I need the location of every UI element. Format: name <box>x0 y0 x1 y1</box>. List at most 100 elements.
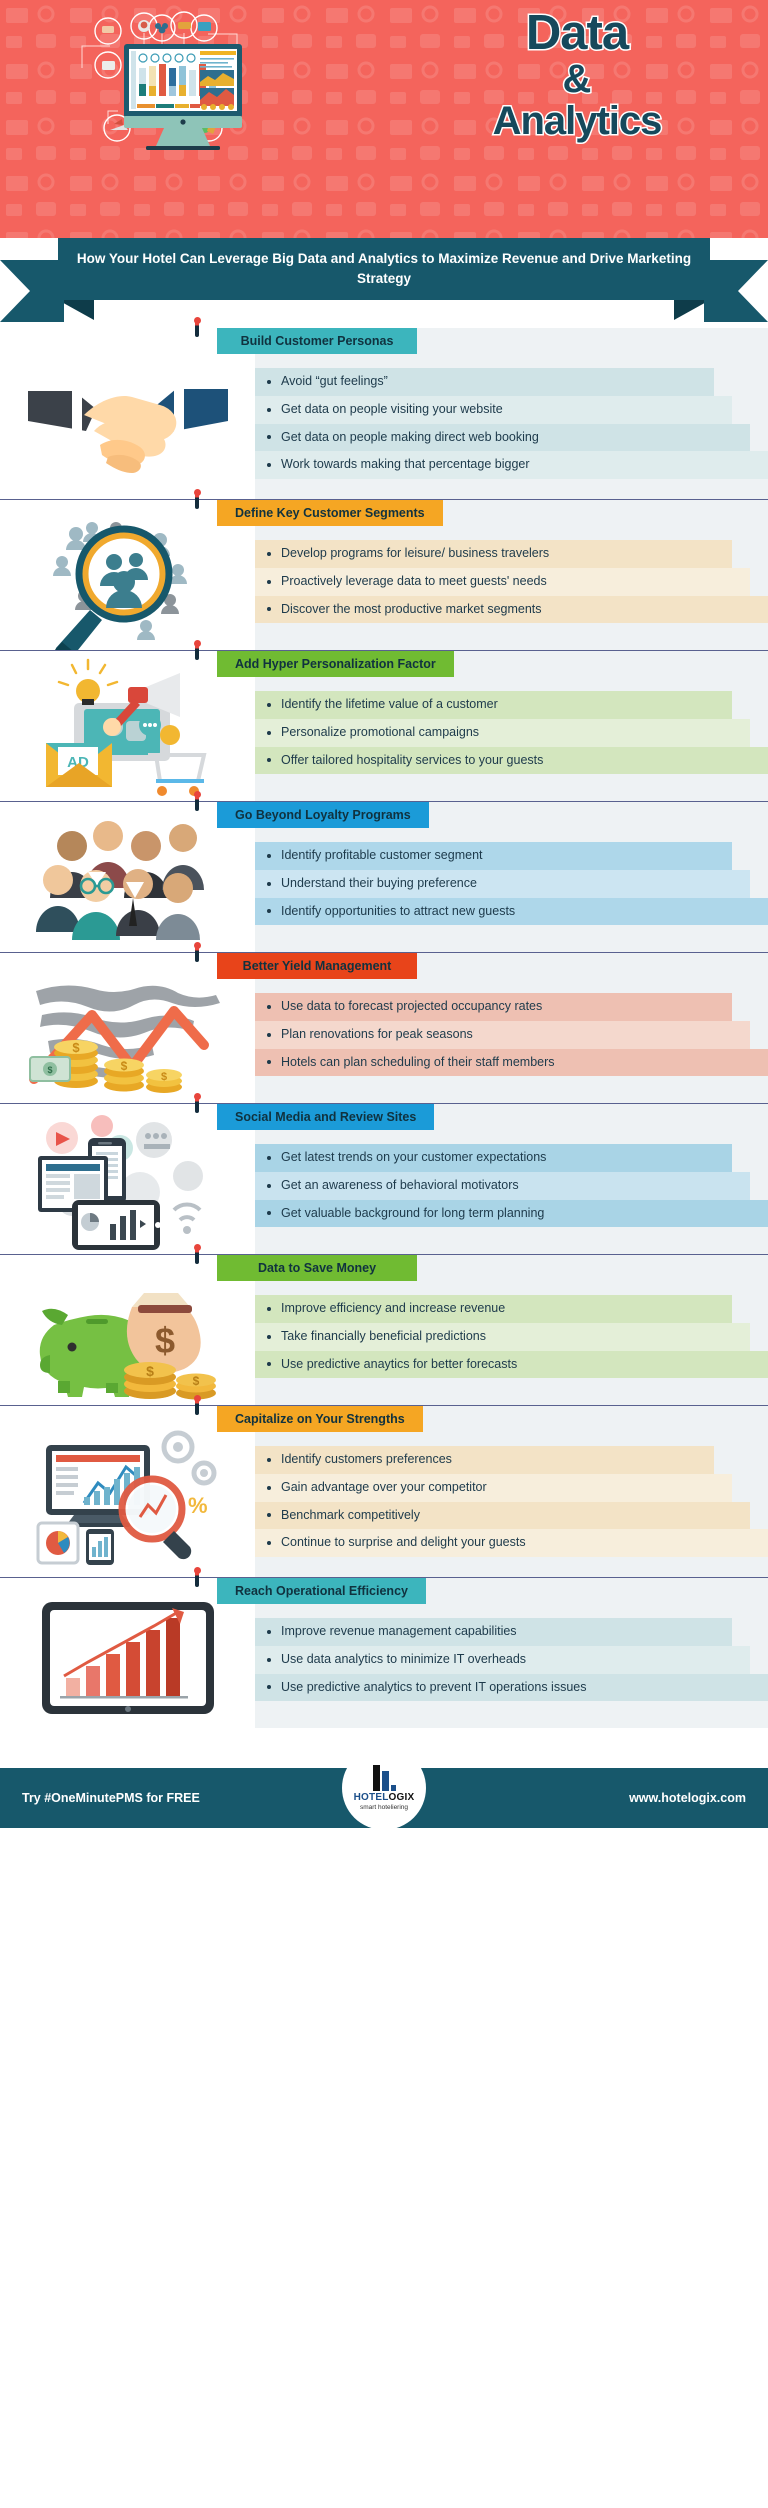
bullet-text: Get an awareness of behavioral motivator… <box>281 1177 519 1192</box>
footer-cta-text: Try #OneMinutePMS for FREE <box>22 1791 200 1805</box>
bullet-dot-icon <box>267 909 271 914</box>
pin-icon <box>193 1093 201 1113</box>
bullet-text: Identify the lifetime value of a custome… <box>281 697 498 711</box>
bullet-dot-icon <box>267 1306 271 1311</box>
bullet-dot-icon <box>267 407 271 412</box>
bullet-text: Identify profitable customer segment <box>281 848 483 862</box>
bullet-dot-icon <box>267 730 271 735</box>
bullet-item: Use predictive anaytics for better forec… <box>255 1350 768 1379</box>
bullet-dot-icon <box>267 1334 271 1339</box>
bullet-text: Take financially beneficial predictions <box>281 1328 486 1343</box>
hotelogix-logo: HOTELOGIX smart hoteliering <box>342 1746 426 1830</box>
ad-campaign-illustration: AD <box>0 651 255 801</box>
bullet-text: Discover the most productive market segm… <box>281 601 542 616</box>
bullet-item: Offer tailored hospitality services to y… <box>255 746 768 775</box>
bullet-text: Avoid “gut feelings” <box>281 374 388 388</box>
logo-name-bold: OGIX <box>388 1792 415 1803</box>
bullet-text: Personalize promotional campaigns <box>281 724 480 739</box>
section-title: Social Media and Review Sites <box>235 1110 417 1124</box>
bullet-text: Use data to forecast projected occupancy… <box>281 999 543 1013</box>
bullet-item: Get latest trends on your customer expec… <box>255 1144 732 1172</box>
bullet-dot-icon <box>267 379 271 384</box>
tablet-bar-chart-illustration <box>0 1578 255 1728</box>
bullet-dot-icon <box>267 1513 271 1518</box>
pin-icon <box>193 791 201 811</box>
bullet-text: Use predictive analytics to prevent IT o… <box>281 1679 587 1694</box>
bullet-item: Identify customers preferences <box>255 1446 714 1474</box>
bullet-item: Take financially beneficial predictions <box>255 1322 750 1351</box>
subtitle-text: How Your Hotel Can Leverage Big Data and… <box>58 238 710 300</box>
footer-bar: Try #OneMinutePMS for FREE HOTELOGIX sma… <box>0 1746 768 1830</box>
section-title: Build Customer Personas <box>240 334 394 348</box>
hero-title-line3: Analytics <box>491 98 664 143</box>
world-map-coins-illustration: $$$$ <box>0 953 255 1103</box>
bullet-text: Understand their buying preference <box>281 875 477 890</box>
svg-text:$: $ <box>72 1040 80 1055</box>
bullet-text: Develop programs for leisure/ business t… <box>281 546 550 560</box>
footer-website-link[interactable]: www.hotelogix.com <box>629 1791 746 1805</box>
pin-icon <box>193 1567 201 1587</box>
bullet-text: Identify customers preferences <box>281 1452 452 1466</box>
bullet-text: Work towards making that percentage bigg… <box>281 457 530 472</box>
section-title: Data to Save Money <box>257 1261 377 1275</box>
bullet-list: Get latest trends on your customer expec… <box>255 1144 768 1228</box>
bullet-item: Identify opportunities to attract new gu… <box>255 897 768 926</box>
bullet-item: Identify profitable customer segment <box>255 842 732 870</box>
bullet-item: Understand their buying preference <box>255 869 750 898</box>
bullet-list: Avoid “gut feelings” Get data on people v… <box>255 368 768 479</box>
bullet-dot-icon <box>267 1457 271 1462</box>
bullet-text: Benchmark competitively <box>281 1507 420 1522</box>
bullet-item: Benchmark competitively <box>255 1501 750 1530</box>
section-header-data-to-save-money: Data to Save Money <box>193 1244 417 1281</box>
bullet-item: Work towards making that percentage bigg… <box>255 451 768 479</box>
svg-text:$: $ <box>154 1320 174 1361</box>
bullet-item: Get data on people making direct web boo… <box>255 423 750 452</box>
handshake-illustration <box>0 328 255 499</box>
bullet-item: Personalize promotional campaigns <box>255 718 750 747</box>
bullet-text: Get valuable background for long term pl… <box>281 1205 545 1220</box>
bullet-list: Develop programs for leisure/ business t… <box>255 540 768 624</box>
section-header-go-beyond-loyalty-programs: Go Beyond Loyalty Programs <box>193 791 429 828</box>
bullet-dot-icon <box>267 1541 271 1546</box>
pin-icon <box>193 942 201 962</box>
logo-tagline: smart hoteliering <box>359 1804 409 1811</box>
bullet-dot-icon <box>267 1004 271 1009</box>
section-header-capitalize-on-your-strengths: Capitalize on Your Strengths <box>193 1395 423 1432</box>
ribbon-tail-right <box>704 260 768 322</box>
bullet-dot-icon <box>267 702 271 707</box>
bullet-text: Improve efficiency and increase revenue <box>281 1301 506 1315</box>
bullet-item: Plan renovations for peak seasons <box>255 1020 750 1049</box>
bullet-text: Improve revenue management capabilities <box>281 1624 517 1638</box>
section-title: Reach Operational Efficiency <box>235 1584 408 1598</box>
bullet-dot-icon <box>267 551 271 556</box>
bullet-dot-icon <box>267 1685 271 1690</box>
pin-icon <box>193 489 201 509</box>
section-header-reach-operational-efficiency: Reach Operational Efficiency <box>193 1567 426 1604</box>
ribbon-tail-left <box>0 260 64 322</box>
bullet-dot-icon <box>267 607 271 612</box>
bullet-item: Avoid “gut feelings” <box>255 368 714 396</box>
hero-title-line2: & <box>561 56 593 101</box>
hero-banner: Data & Analytics <box>0 0 768 238</box>
social-devices-illustration <box>0 1104 255 1254</box>
subtitle-ribbon: How Your Hotel Can Leverage Big Data and… <box>0 238 768 328</box>
logo-bars-icon <box>372 1765 396 1791</box>
bullet-item: Get data on people visiting your website <box>255 395 732 424</box>
bullet-list: Use data to forecast projected occupancy… <box>255 993 768 1077</box>
bullet-item: Develop programs for leisure/ business t… <box>255 540 732 568</box>
svg-text:%: % <box>188 1493 208 1518</box>
bullet-text: Offer tailored hospitality services to y… <box>281 752 544 767</box>
